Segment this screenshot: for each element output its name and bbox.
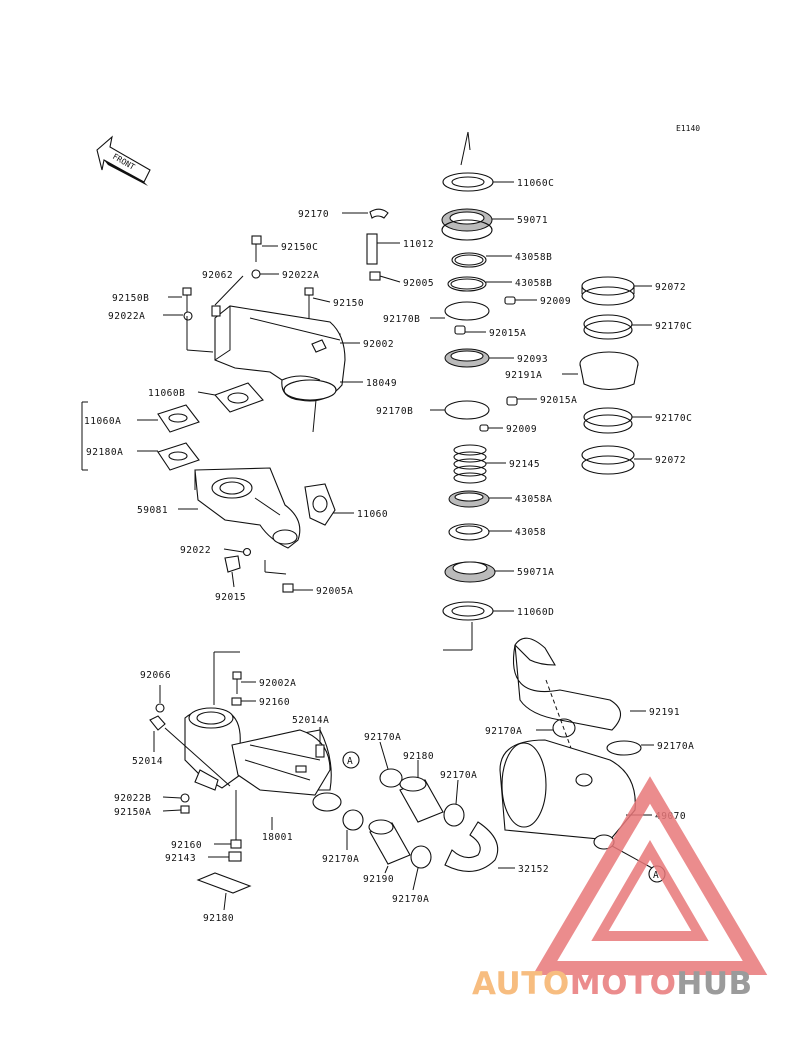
watermark: AUTOMOTOHUB xyxy=(472,776,768,1002)
part-label: 11060B xyxy=(148,388,185,399)
part-label: 52014 xyxy=(132,756,163,767)
part-label: 92145 xyxy=(509,459,540,470)
part-label: 11060A xyxy=(84,416,121,427)
part-label: 92072 xyxy=(655,282,686,293)
watermark-part-auto: AUTO xyxy=(472,966,570,1002)
part-label: 92180A xyxy=(86,447,123,458)
part-label: 92180 xyxy=(403,751,434,762)
connector-pipes: A xyxy=(342,751,499,872)
part-label: 92002 xyxy=(363,339,394,350)
part-label: 92015 xyxy=(215,592,246,603)
part-label: 92170C xyxy=(655,321,692,332)
part-labels: 11060C 59071 43058B 43058B 92009 92170B … xyxy=(84,178,694,924)
part-label: 92002A xyxy=(259,678,296,689)
part-label: 92015A xyxy=(489,328,526,339)
ref-marker-a-left: A xyxy=(347,756,353,767)
part-label: 92170A xyxy=(440,770,477,781)
part-label: 92170A xyxy=(364,732,401,743)
leader-lines xyxy=(137,181,654,911)
part-label: 92093 xyxy=(517,354,548,365)
part-label: 92009 xyxy=(540,296,571,307)
part-label: 43058 xyxy=(515,527,546,538)
part-label: 11012 xyxy=(403,239,434,250)
part-label: 43058B xyxy=(515,252,552,263)
part-label: 92009 xyxy=(506,424,537,435)
part-label: 92170A xyxy=(322,854,359,865)
part-label: 18001 xyxy=(262,832,293,843)
part-label: 92022A xyxy=(108,311,145,322)
part-label: 92022 xyxy=(180,545,211,556)
svg-text:AUTOMOTOHUB: AUTOMOTOHUB xyxy=(472,966,753,1002)
watermark-triangle-logo xyxy=(532,776,768,975)
muffler: A xyxy=(499,637,666,883)
exhaust-manifold xyxy=(182,208,389,433)
part-label: 52014A xyxy=(292,715,329,726)
part-label: 92190 xyxy=(363,874,394,885)
part-label: 32152 xyxy=(518,864,549,875)
part-label: 92160 xyxy=(259,697,290,708)
part-label: 11060 xyxy=(357,509,388,520)
part-label: 92066 xyxy=(140,670,171,681)
part-label: 92062 xyxy=(202,270,233,281)
part-label: 59081 xyxy=(137,505,168,516)
part-label: 92170C xyxy=(655,413,692,424)
intake-manifold xyxy=(194,467,336,593)
part-label: 11060D xyxy=(517,607,554,618)
watermark-part-hub: HUB xyxy=(676,966,752,1002)
part-label: 92015A xyxy=(540,395,577,406)
diagram-code: E1140 xyxy=(676,124,700,133)
ref-marker-a-right: A xyxy=(653,870,659,881)
part-label: 92170A xyxy=(485,726,522,737)
part-label: 43058B xyxy=(515,278,552,289)
part-label: 59071A xyxy=(517,567,554,578)
part-label: 92143 xyxy=(165,853,196,864)
part-label: 92170A xyxy=(392,894,429,905)
part-label: 92072 xyxy=(655,455,686,466)
watermark-part-moto: MOTO xyxy=(570,966,677,1002)
part-label: 92170B xyxy=(376,406,413,417)
part-label: 43058A xyxy=(515,494,552,505)
part-label: 92170 xyxy=(298,209,329,220)
part-label: 92005 xyxy=(403,278,434,289)
part-label: 92191A xyxy=(505,370,542,381)
part-label: 92150B xyxy=(112,293,149,304)
part-label: 92170A xyxy=(657,741,694,752)
part-label: 92150C xyxy=(281,242,318,253)
part-label: 18049 xyxy=(366,378,397,389)
front-arrow: FRONT xyxy=(96,135,151,186)
expansion-chamber xyxy=(149,651,342,894)
part-label: 92022A xyxy=(282,270,319,281)
part-label: 59071 xyxy=(517,215,548,226)
part-label: 92180 xyxy=(203,913,234,924)
part-label: 11060C xyxy=(517,178,554,189)
part-label: 92191 xyxy=(649,707,680,718)
part-label: 92170B xyxy=(383,314,420,325)
part-label: 92022B xyxy=(114,793,151,804)
exhaust-stack xyxy=(441,131,518,651)
part-label: 92150A xyxy=(114,807,151,818)
part-label: 92005A xyxy=(316,586,353,597)
sleeve-set xyxy=(579,276,639,475)
part-label: 92160 xyxy=(171,840,202,851)
part-label: 92150 xyxy=(333,298,364,309)
inset-box xyxy=(81,401,200,471)
